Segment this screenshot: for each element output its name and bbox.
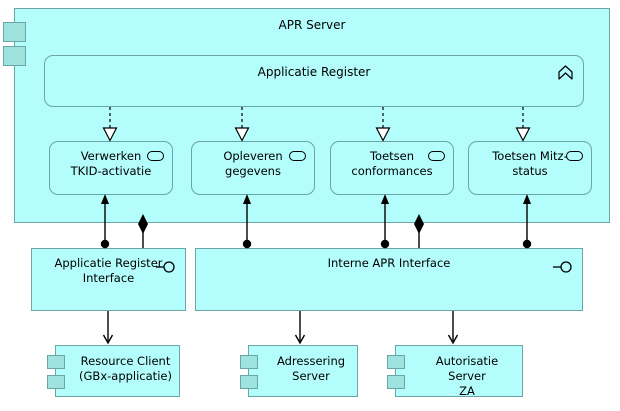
component-icon-tab-upper bbox=[240, 355, 258, 369]
serving-appreg-interface-to-resource-client bbox=[102, 311, 114, 345]
node-interne-apr-interface[interactable]: Interne APR Interface bbox=[195, 248, 583, 311]
application-service-oval-icon bbox=[428, 151, 445, 161]
application-service-oval-icon bbox=[566, 151, 583, 161]
apr-server-label: APR Server bbox=[278, 18, 346, 32]
service-label: Opleveren gegevens bbox=[223, 149, 283, 178]
component-icon-tab-lower bbox=[3, 46, 26, 66]
application-service-oval-icon bbox=[289, 151, 306, 161]
component-label: Resource Client (GBx-applicatie) bbox=[79, 354, 172, 383]
node-resource-client[interactable]: Resource Client (GBx-applicatie) bbox=[47, 345, 180, 397]
serving-interne-interface-to-autorisatie-server bbox=[447, 311, 459, 345]
component-label: Adressering Server bbox=[276, 354, 346, 383]
node-service-verwerken-tkid-activatie[interactable]: Verwerken TKID-activatie bbox=[49, 141, 173, 195]
lollipop-interface-icon bbox=[156, 258, 178, 273]
component-icon-tab-upper bbox=[3, 22, 26, 42]
application-service-oval-icon bbox=[147, 151, 164, 161]
node-service-opleveren-gegevens[interactable]: Opleveren gegevens bbox=[191, 141, 315, 195]
lollipop-interface-icon bbox=[553, 258, 575, 273]
component-icon-tab-lower bbox=[387, 375, 405, 389]
component-icon-tab-upper bbox=[387, 355, 405, 369]
node-service-toetsen-mitz-status[interactable]: Toetsen Mitz- status bbox=[468, 141, 592, 195]
service-label: Verwerken TKID-activatie bbox=[70, 149, 152, 178]
serving-interne-interface-to-adressering-server bbox=[294, 311, 306, 345]
node-adressering-server[interactable]: Adressering Server bbox=[240, 345, 358, 397]
node-autorisatie-server-za[interactable]: Autorisatie Server ZA bbox=[387, 345, 523, 398]
node-applicatie-register[interactable]: Applicatie Register bbox=[44, 55, 584, 107]
interface-label: Interne APR Interface bbox=[327, 256, 451, 270]
node-service-toetsen-conformances[interactable]: Toetsen conformances bbox=[330, 141, 454, 195]
chevron-function-icon bbox=[557, 64, 574, 81]
service-label: Toetsen conformances bbox=[351, 149, 433, 178]
applicatie-register-label: Applicatie Register bbox=[257, 65, 371, 79]
node-applicatie-register-interface[interactable]: Applicatie Register Interface bbox=[31, 248, 186, 311]
component-label: Autorisatie Server ZA bbox=[435, 354, 499, 398]
component-icon-tab-lower bbox=[240, 375, 258, 389]
service-label: Toetsen Mitz- status bbox=[492, 149, 568, 178]
component-icon-tab-lower bbox=[47, 375, 65, 389]
component-icon-tab-upper bbox=[47, 355, 65, 369]
interface-label: Applicatie Register Interface bbox=[54, 256, 163, 285]
